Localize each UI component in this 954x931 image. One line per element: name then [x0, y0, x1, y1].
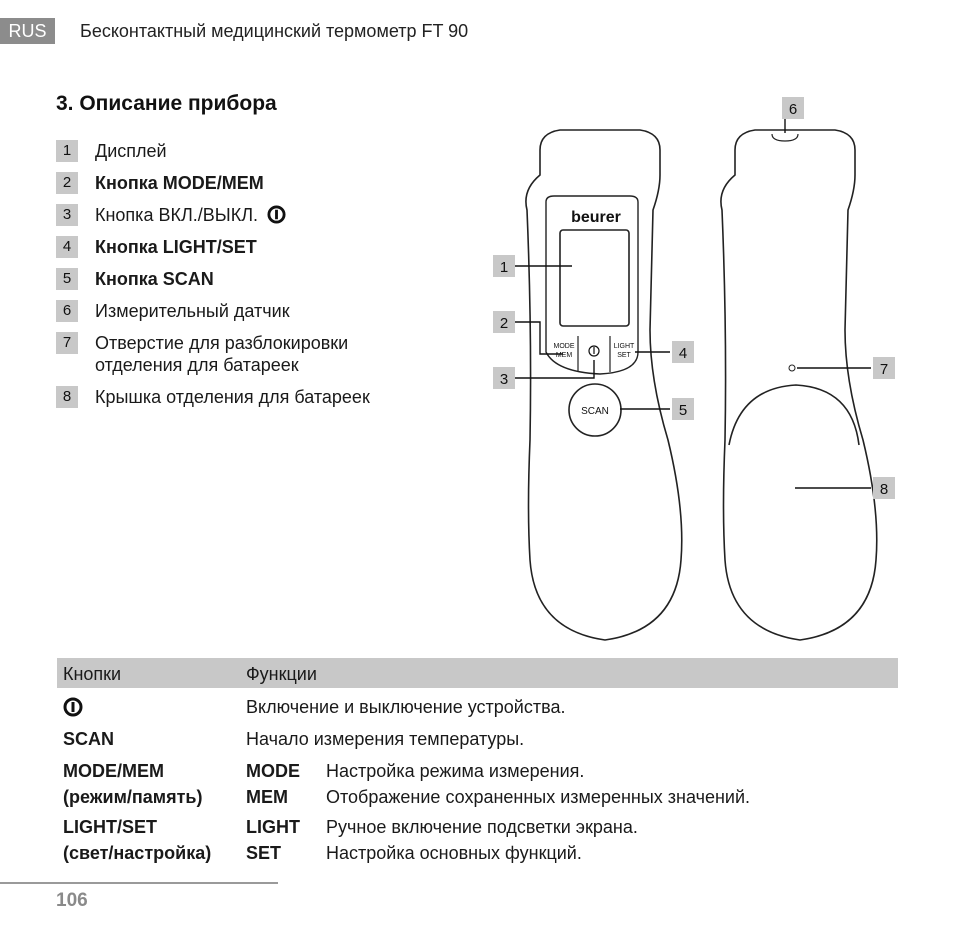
item-label: Кнопка LIGHT/SET [95, 237, 257, 257]
function-description: Настройка основных функций. [326, 843, 582, 863]
front-body-outline [525, 129, 683, 641]
svg-text:2: 2 [500, 315, 508, 332]
scan-button [568, 383, 622, 437]
section-title: 3. Описание прибора [56, 92, 277, 115]
callout-8: 8 [873, 477, 895, 499]
button-name: MODE/MEM [63, 761, 164, 781]
list-item: 7 Отверстие для разблокировки отделения … [56, 332, 348, 376]
sub-mode: SET [246, 843, 282, 863]
column-header-buttons: Кнопки [63, 664, 122, 684]
brand-logo: beurer [571, 209, 621, 226]
function-description: Отображение сохраненных измеренных значе… [326, 787, 751, 807]
item-label-line: отделения для батареек [95, 355, 299, 375]
power-icon [267, 205, 286, 224]
item-number: 4 [56, 236, 78, 258]
table-header: Кнопки Функции [57, 658, 898, 688]
item-label-line: Отверстие для разблокировки [95, 333, 349, 353]
front-panel-outline [545, 195, 639, 375]
item-number: 2 [56, 172, 78, 194]
callout-7: 7 [873, 357, 895, 379]
item-label: Кнопка SCAN [95, 269, 214, 289]
item-label: Отверстие для разблокировки отделения дл… [95, 332, 348, 376]
item-label: Кнопка MODE/MEM [95, 173, 264, 193]
item-number: 6 [56, 300, 78, 322]
item-number: 1 [56, 140, 78, 162]
svg-text:3: 3 [500, 371, 508, 388]
function-description: Ручное включение подсветки экрана. [326, 817, 638, 837]
sub-mode: LIGHT [246, 817, 300, 837]
callout-1: 1 [493, 255, 515, 277]
svg-text:4: 4 [679, 345, 687, 362]
function-description: Настройка режима измерения. [326, 761, 585, 781]
item-label: Кнопка ВКЛ./ВЫКЛ. [95, 205, 259, 225]
column-header-functions: Функции [246, 664, 317, 684]
power-icon [63, 697, 83, 724]
item-label: Крышка отделения для батареек [95, 387, 370, 407]
list-item: 8 Крышка отделения для батареек [56, 386, 370, 408]
light-button-label: LIGHT [614, 343, 635, 350]
functions-table: Кнопки Функции Включение и выключение ус… [57, 658, 898, 863]
list-item: 3 Кнопка ВКЛ./ВЫКЛ. [56, 204, 286, 226]
callout-6: 6 [782, 97, 804, 119]
scan-button-label: SCAN [581, 406, 609, 417]
item-number: 8 [56, 386, 78, 408]
item-label: Дисплей [95, 141, 167, 161]
thermometer-diagram: beurer MODE MEM LIGHT SET SCAN 1 2 3 [493, 97, 895, 641]
list-item: 6 Измерительный датчик [56, 300, 290, 322]
set-button-label: SET [617, 352, 631, 359]
item-label: Измерительный датчик [95, 301, 290, 321]
display-screen [559, 229, 630, 327]
function-description: Включение и выключение устройства. [246, 697, 566, 717]
item-number: 3 [56, 204, 78, 226]
button-name: SCAN [63, 729, 115, 749]
callout-5: 5 [672, 398, 694, 420]
callout-2: 2 [493, 311, 515, 333]
button-name-translation: (свет/настройка) [63, 843, 212, 863]
mode-button-label: MODE [554, 343, 575, 350]
function-description: Начало измерения температуры. [246, 729, 525, 749]
language-tag: RUS [0, 18, 55, 44]
mem-button-label: MEM [556, 352, 573, 359]
sub-mode: MODE [246, 761, 300, 781]
document-title: Бесконтактный медицинский термометр FT 9… [80, 21, 469, 41]
battery-cover-outline [728, 384, 860, 446]
power-button-icon [588, 345, 600, 357]
callout-3: 3 [493, 367, 515, 389]
svg-text:5: 5 [679, 402, 687, 419]
sensor-outline [771, 133, 799, 142]
list-item: 4 Кнопка LIGHT/SET [56, 236, 257, 258]
callout-4: 4 [672, 341, 694, 363]
item-number: 5 [56, 268, 78, 290]
svg-text:6: 6 [789, 101, 797, 118]
unlock-hole [788, 364, 796, 372]
list-item: 2 Кнопка MODE/MEM [56, 172, 264, 194]
button-name: LIGHT/SET [63, 817, 157, 837]
footer-divider [0, 882, 278, 884]
item-number: 7 [56, 332, 78, 354]
svg-text:1: 1 [500, 259, 508, 276]
list-item: 5 Кнопка SCAN [56, 268, 214, 290]
item-label-wrap: Кнопка ВКЛ./ВЫКЛ. [95, 204, 286, 226]
button-name-translation: (режим/память) [63, 787, 203, 807]
sub-mode: MEM [246, 787, 288, 807]
svg-text:8: 8 [880, 481, 888, 498]
page-number: 106 [56, 890, 88, 911]
list-item: 1 Дисплей [56, 140, 167, 162]
svg-text:7: 7 [880, 361, 888, 378]
back-body-outline [720, 129, 878, 641]
